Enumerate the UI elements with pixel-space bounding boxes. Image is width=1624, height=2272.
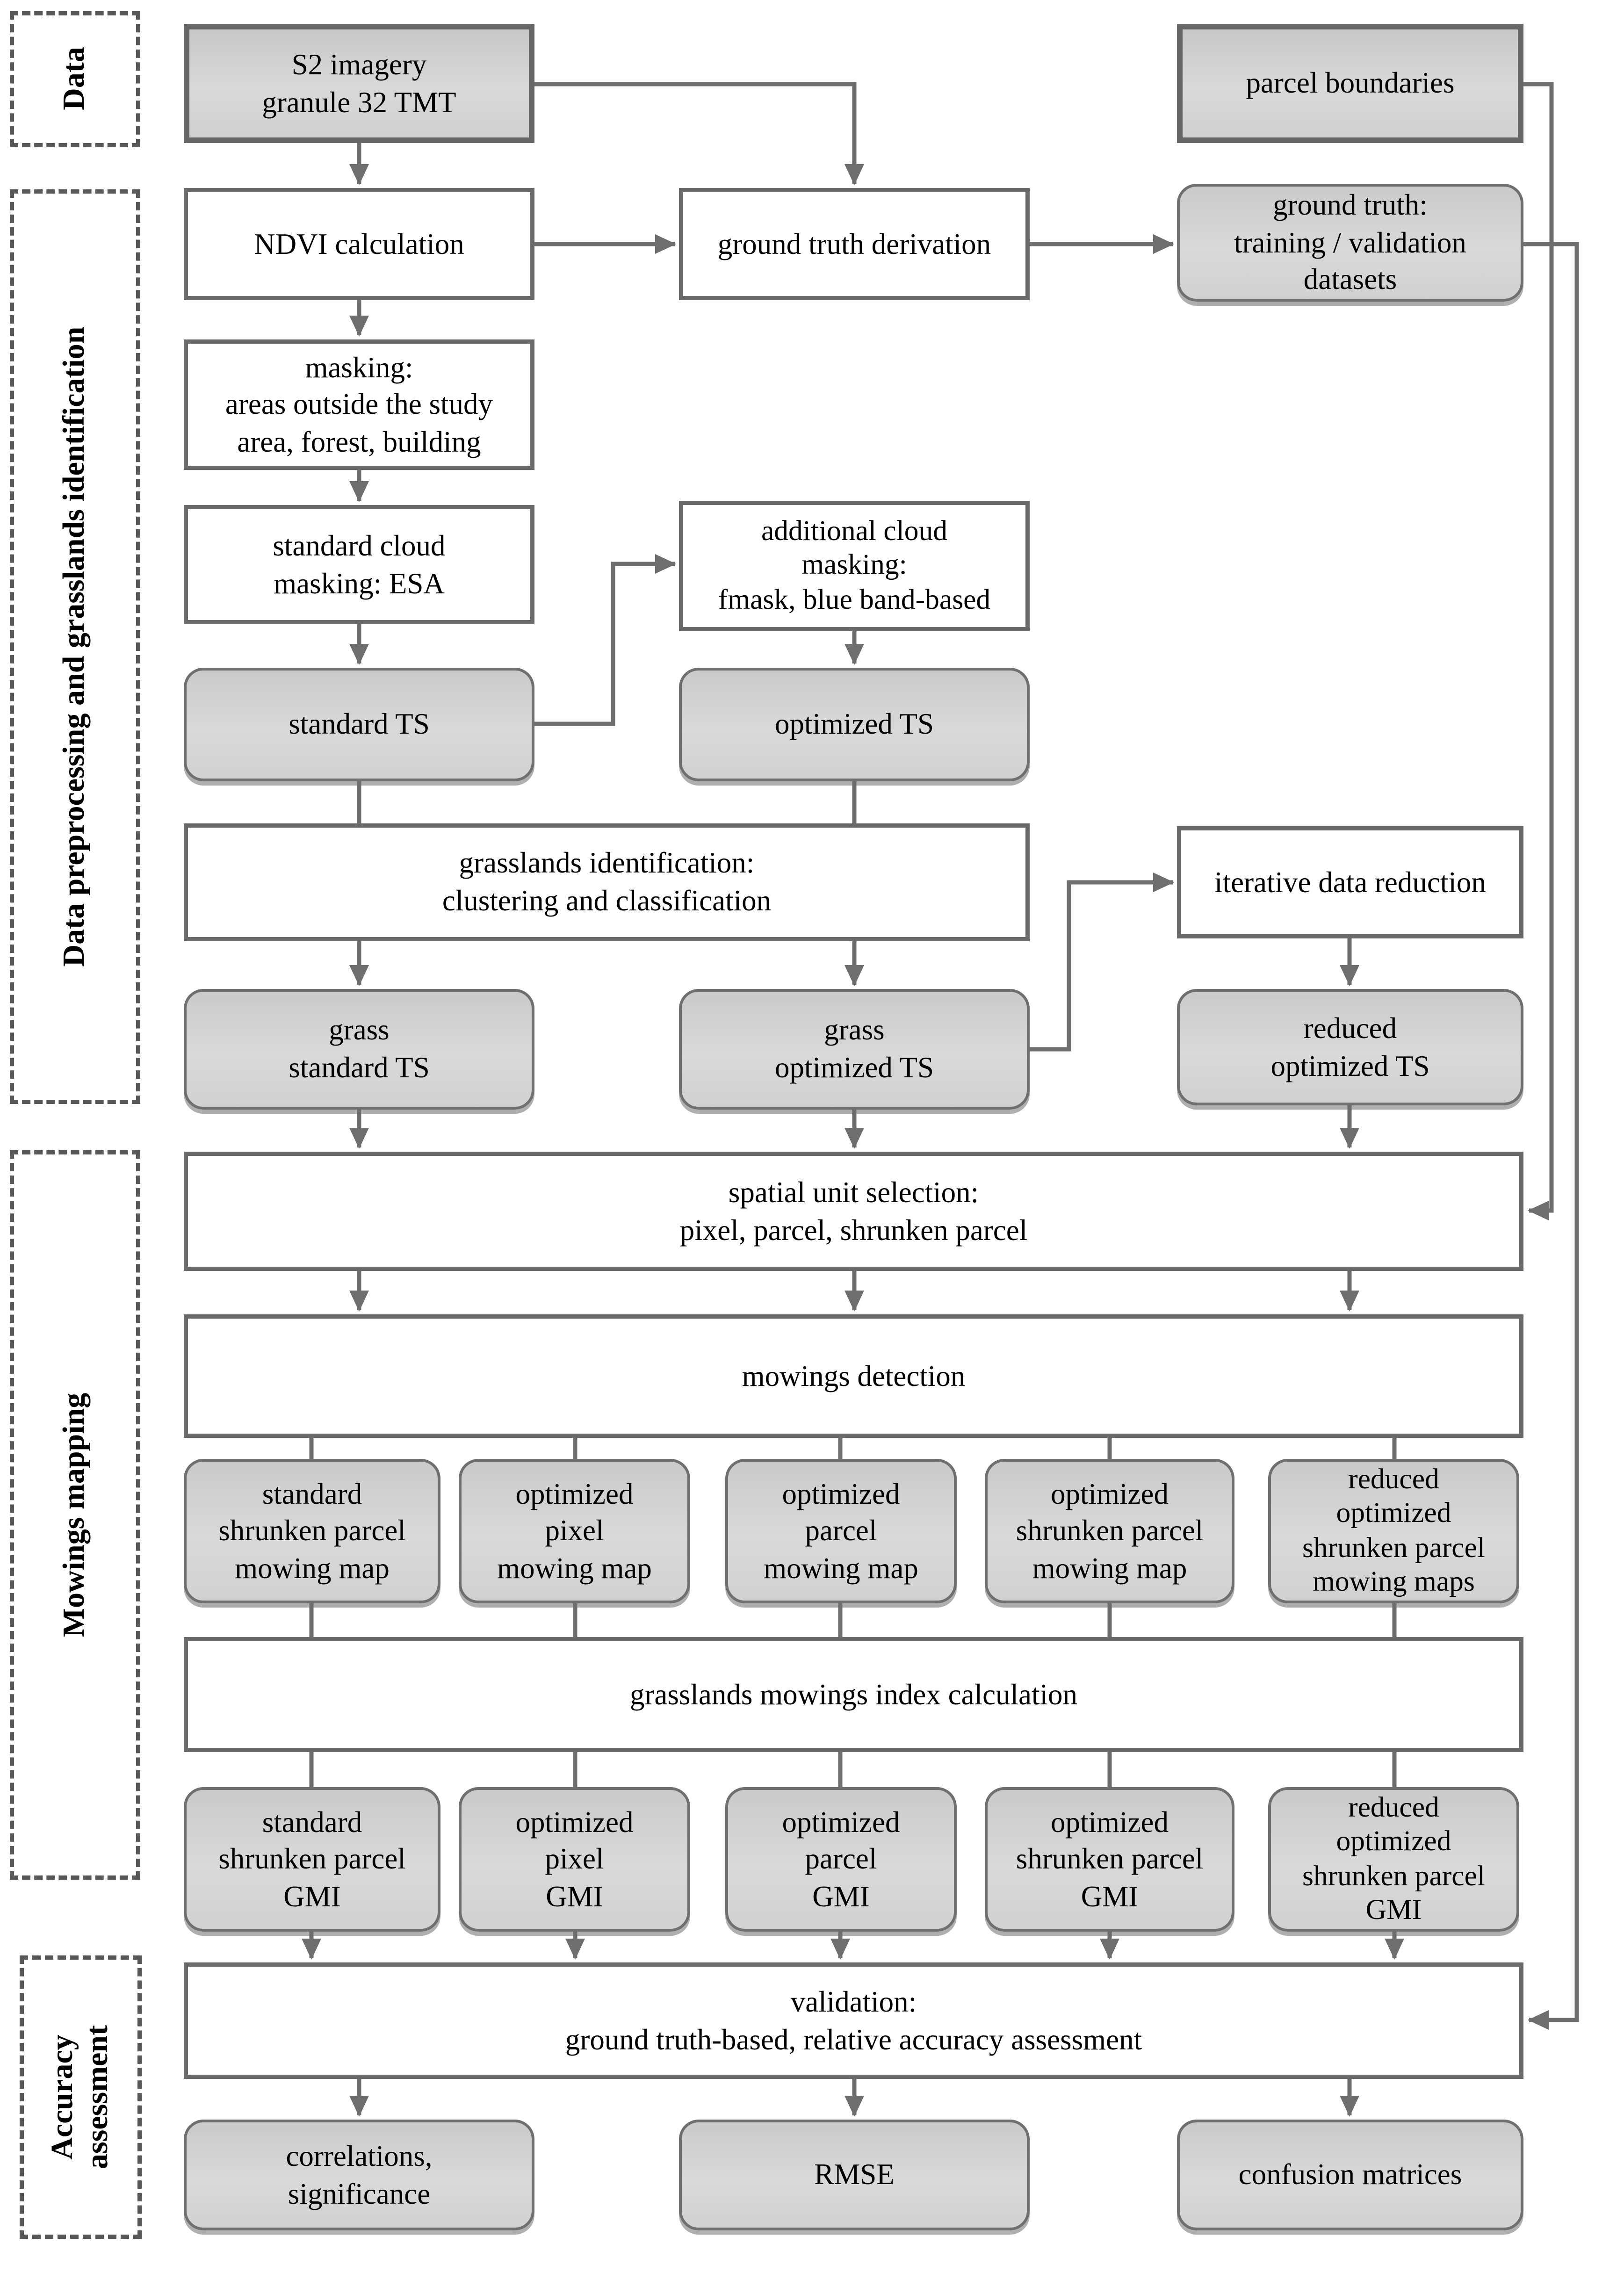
node-grass-optimized-ts: grass optimized TS bbox=[679, 989, 1030, 1110]
node-optimized-pixel-mowing-map: optimized pixel mowing map bbox=[459, 1459, 690, 1603]
node-rmse: RMSE bbox=[679, 2120, 1030, 2230]
section-frame-mowings-mapping bbox=[10, 1150, 140, 1880]
section-label-data: Data bbox=[56, 47, 91, 110]
node-reduced-optimized-shrunken-parcel-gmi: reduced optimized shrunken parcel GMI bbox=[1268, 1787, 1519, 1932]
section-label-mowings-mapping: Mowings mapping bbox=[56, 1392, 91, 1637]
section-label-preprocessing: Data preprocessing and grasslands identi… bbox=[56, 326, 91, 967]
node-additional-cloud-masking: additional cloud masking: fmask, blue ba… bbox=[679, 501, 1030, 631]
node-gmi-calculation: grasslands mowings index calculation bbox=[184, 1637, 1523, 1752]
node-mowings-detection: mowings detection bbox=[184, 1314, 1523, 1438]
section-frame-accuracy bbox=[20, 1955, 142, 2239]
node-ground-truth-datasets: ground truth: training / validation data… bbox=[1177, 184, 1523, 302]
node-s2-imagery: S2 imagery granule 32 TMT bbox=[184, 24, 534, 143]
node-optimized-parcel-mowing-map: optimized parcel mowing map bbox=[725, 1459, 957, 1603]
node-validation: validation: ground truth-based, relative… bbox=[184, 1962, 1523, 2079]
node-optimized-shrunken-parcel-mowing-map: optimized shrunken parcel mowing map bbox=[985, 1459, 1234, 1603]
node-standard-shrunken-parcel-mowing-map: standard shrunken parcel mowing map bbox=[184, 1459, 440, 1603]
node-standard-shrunken-parcel-gmi: standard shrunken parcel GMI bbox=[184, 1787, 440, 1932]
node-ndvi-calculation: NDVI calculation bbox=[184, 188, 534, 300]
section-label-accuracy: Accuracy assessment bbox=[44, 2025, 114, 2170]
node-confusion-matrices: confusion matrices bbox=[1177, 2120, 1523, 2230]
node-grasslands-identification: grasslands identification: clustering an… bbox=[184, 823, 1030, 941]
node-reduced-optimized-ts: reduced optimized TS bbox=[1177, 989, 1523, 1105]
node-optimized-shrunken-parcel-gmi: optimized shrunken parcel GMI bbox=[985, 1787, 1234, 1932]
node-iterative-data-reduction: iterative data reduction bbox=[1177, 826, 1523, 938]
node-parcel-boundaries: parcel boundaries bbox=[1177, 24, 1523, 143]
node-optimized-pixel-gmi: optimized pixel GMI bbox=[459, 1787, 690, 1932]
node-spatial-unit-selection: spatial unit selection: pixel, parcel, s… bbox=[184, 1152, 1523, 1271]
node-ground-truth-derivation: ground truth derivation bbox=[679, 188, 1030, 300]
node-standard-ts: standard TS bbox=[184, 668, 534, 781]
node-optimized-parcel-gmi: optimized parcel GMI bbox=[725, 1787, 957, 1932]
node-standard-cloud-masking: standard cloud masking: ESA bbox=[184, 505, 534, 624]
node-masking: masking: areas outside the study area, f… bbox=[184, 339, 534, 470]
section-frame-preprocessing bbox=[10, 189, 140, 1104]
node-correlations-significance: correlations, significance bbox=[184, 2120, 534, 2230]
node-reduced-optimized-shrunken-parcel-mowing-maps: reduced optimized shrunken parcel mowing… bbox=[1268, 1459, 1519, 1603]
node-grass-standard-ts: grass standard TS bbox=[184, 989, 534, 1110]
section-frame-data bbox=[10, 11, 140, 147]
node-optimized-ts: optimized TS bbox=[679, 668, 1030, 781]
